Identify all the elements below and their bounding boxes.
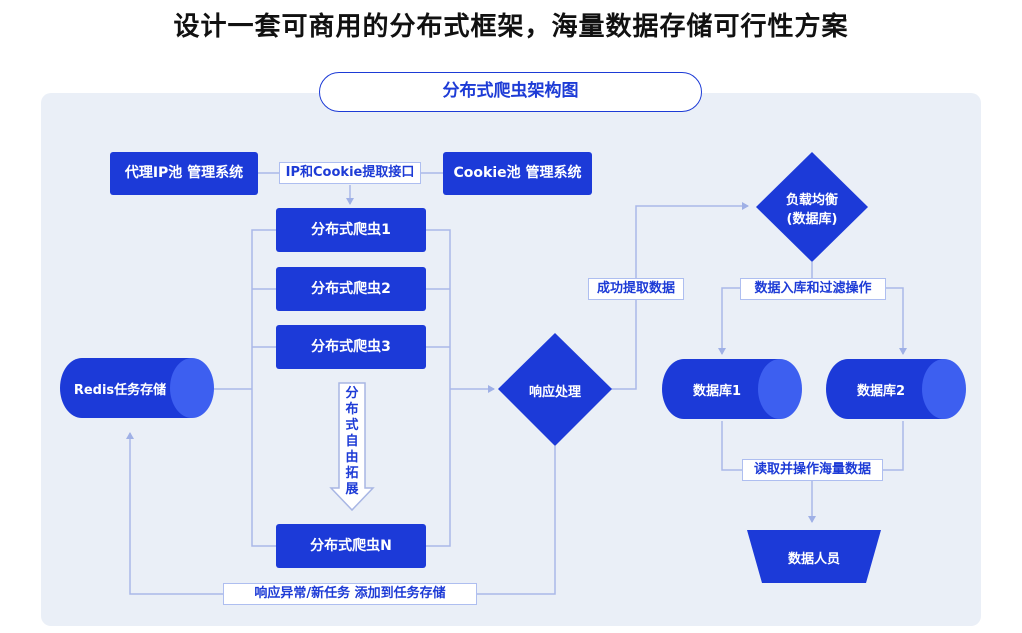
redis-cylinder — [60, 358, 214, 418]
db1-label: 数据库1 — [692, 384, 742, 399]
spider-2-box: 分布式爬虫2 — [276, 267, 426, 311]
exception-task-label: 响应异常/新任务 添加到任务存储 — [223, 583, 477, 605]
spider-3-box: 分布式爬虫3 — [276, 325, 426, 369]
data-staff-label: 数据人员 — [787, 552, 840, 567]
spider-1-box: 分布式爬虫1 — [276, 208, 426, 252]
extract-success-label: 成功提取数据 — [588, 278, 684, 300]
spider-n-box: 分布式爬虫N — [276, 524, 426, 568]
expand-arrow — [329, 382, 375, 512]
db1-cylinder — [662, 359, 802, 419]
db2-cylinder — [826, 359, 966, 419]
page-title: 设计一套可商用的分布式框架，海量数据存储可行性方案 — [173, 12, 849, 42]
load-balance-diamond — [756, 152, 868, 262]
redis-label: Redis任务存储 — [73, 383, 167, 398]
load-balance-label-line1: 负载均衡 — [785, 193, 838, 208]
expand-arrow-label: 分布式自由拓展 — [345, 386, 359, 497]
store-filter-label: 数据入库和过滤操作 — [740, 278, 886, 300]
db2-label: 数据库2 — [856, 384, 906, 399]
response-diamond — [498, 333, 612, 446]
load-balance-label-line2: (数据库) — [786, 212, 838, 227]
response-label: 响应处理 — [528, 385, 581, 400]
cookie-pool-box: Cookie池 管理系统 — [443, 152, 592, 195]
read-operate-label: 读取并操作海量数据 — [742, 459, 883, 481]
proxy-pool-box: 代理IP池 管理系统 — [110, 152, 258, 195]
data-staff-trapezoid — [747, 530, 881, 583]
diagram-subtitle: 分布式爬虫架构图 — [319, 72, 702, 112]
ip-cookie-api-label: IP和Cookie提取接口 — [279, 162, 421, 184]
